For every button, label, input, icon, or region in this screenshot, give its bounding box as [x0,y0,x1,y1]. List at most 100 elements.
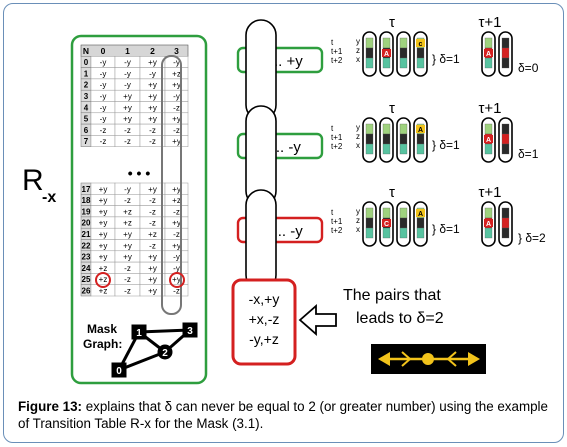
table-cell: 24 [82,264,91,273]
table-cell: -y [173,253,180,262]
table-cell: +y [148,275,157,284]
table-header-bg [80,44,189,57]
table-cell-bg [164,135,189,147]
block-cell [484,123,493,135]
block-cell [416,57,425,69]
table-cell: +y [148,92,157,101]
mask-graph-node [111,362,127,378]
table-cell: +y [172,115,181,124]
mask-graph-node-label: 2 [162,348,168,359]
mask-graph-edge [118,350,166,372]
block-letter-bg [382,219,391,227]
table-cell: +y [148,253,157,262]
table-cell: +y [148,287,157,296]
table-cell: -z [124,275,131,284]
block-cell [399,123,408,135]
table-cell: +z [99,275,108,284]
block-cell [382,133,391,145]
table-cell: -z [173,287,180,296]
table-cell: +z [99,287,108,296]
table-cell: -y [100,103,107,112]
table-cell: 0 [84,58,89,67]
block-letter: A [418,127,423,134]
tau-block [365,37,374,69]
table-cell: 3 [84,92,89,101]
block-letter: A [486,221,491,228]
table-cell: +y [148,81,157,90]
table-cell: +z [99,264,108,273]
table-cell: +y [148,185,157,194]
axis-label: y [356,123,360,132]
delta-label: } δ=1 [432,52,460,66]
mask-graph-node [157,344,173,360]
mask-bar-dot [422,353,434,365]
mask-graph-node-label: 0 [116,366,122,377]
table-label-main: R [22,164,44,197]
table-cell: +y [99,241,108,250]
block-letter: A [486,137,491,144]
table-header-cell: 1 [125,46,130,56]
table-cell: +z [123,219,132,228]
tau-next-block: A [484,37,493,69]
tau-block [399,207,408,239]
mask-graph-node [131,324,147,340]
table-cell: +z [123,207,132,216]
block-cell [399,47,408,59]
time-label: t+1 [331,133,343,142]
table-header-cell: N [83,46,89,56]
delta-label: } δ=1 [432,138,460,152]
tau-next-block [501,37,510,69]
table-cell: +y [99,185,108,194]
table-cell: -y [173,58,180,67]
table-cell: +y [99,219,108,228]
table-cell: -z [124,196,131,205]
table-cell: -z [124,287,131,296]
tau-block [365,207,374,239]
table-cell: +y [123,115,132,124]
block-cell [416,217,425,229]
table-cell: -z [173,230,180,239]
block-letter-bg [416,125,425,133]
table-cell: +z [172,196,181,205]
tau-block [365,123,374,155]
table-cell: -y [100,115,107,124]
table-cell: -z [124,264,131,273]
time-label: t+2 [331,142,343,151]
tau-label: τ [389,184,395,201]
mask-bar-arrow-right [468,352,480,366]
table-cell: -y [173,264,180,273]
table-cell: -y [124,81,131,90]
mask-graph-label-1: Mask [87,322,117,336]
axis-label: x [356,225,360,234]
axis-label: y [356,37,360,46]
block-letter-bg [484,49,493,57]
table-cell: -z [149,207,156,216]
table-header-cell: 3 [174,46,179,56]
table-cell: -z [173,126,180,135]
table-cell: -z [173,103,180,112]
block-cell [399,227,408,239]
table-cell: +y [172,81,181,90]
mask-graph-label-2: Graph: [83,337,122,351]
table-cell: +y [148,115,157,124]
block-cell [365,123,374,135]
table-cell: -z [149,241,156,250]
block-cell [501,227,510,239]
table-header-cell: 2 [150,46,155,56]
block-cell [416,47,425,59]
pair-capsule [245,189,277,291]
table-cell: -y [100,58,107,67]
mask-bar-chevron-left [401,351,412,367]
table-cell: -y [124,58,131,67]
table-cell: 21 [82,230,91,239]
block-cell [382,143,391,155]
mask-graph-node-label: 1 [136,328,142,339]
time-label: t+2 [331,226,343,235]
block-cell [382,227,391,239]
mask-graph-node [182,322,198,338]
block-cell [399,217,408,229]
tau-plus-label: τ+1 [478,184,501,201]
block-letter-bg [416,209,425,217]
table-cell: +y [123,253,132,262]
